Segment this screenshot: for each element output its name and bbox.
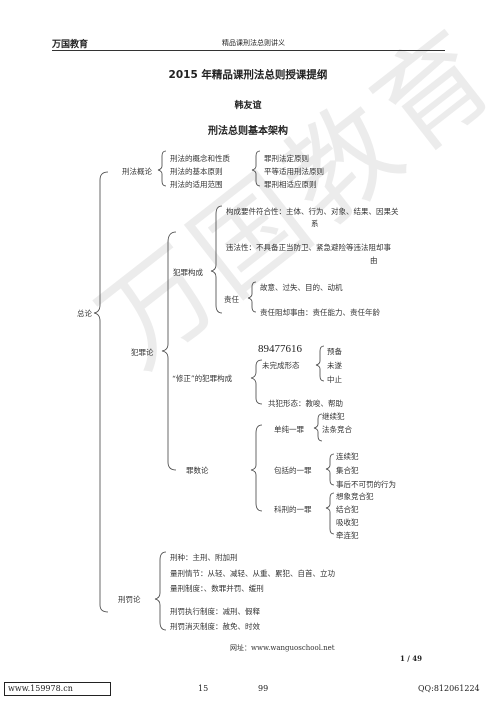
node-fanzui-lun: 犯罪论 — [131, 348, 154, 357]
weifa-line2: 由 — [370, 256, 378, 265]
tree-root-label: 总论 — [77, 309, 92, 318]
node-zuishu-lun: 罪数论 — [186, 466, 209, 475]
principle-xiangshiying: 罪刑相适应原则 — [264, 180, 317, 189]
author-name: 韩友谊 — [234, 101, 262, 111]
node-fanzui-goucheng: 犯罪构成 — [173, 268, 203, 277]
section-title: 刑法总则基本架构 — [208, 126, 288, 137]
node-danchun-yizui: 单纯一罪 — [274, 425, 304, 434]
node-weiwancheng: 未完成形态 — [262, 361, 300, 370]
node-xingfa-gailun: 刑法概论 — [122, 167, 152, 176]
item-shiyong-fanwei: 刑法的适用范围 — [170, 180, 223, 189]
item-jixufan: 继续犯 — [322, 412, 345, 421]
item-lianxufan: 连续犯 — [336, 452, 359, 461]
node-xingfa-lun: 刑罚论 — [118, 595, 141, 604]
node-zeren: 责任 — [224, 295, 239, 304]
form-zhongzhi: 中止 — [327, 375, 342, 384]
weifa-line1: 违法性：不具备正当防卫、紧急避险等违法阻却事 — [226, 243, 391, 252]
xingfa-item-xiaomie-zhidu: 刑罚消灭制度：赦免、时效 — [170, 622, 260, 631]
number-note: 89477616 — [258, 343, 302, 355]
header-divider — [52, 50, 445, 51]
xingfa-item-xingzhong: 刑种：主刑、附加刑 — [170, 553, 238, 562]
node-kexing-yizui: 科刑的一罪 — [274, 505, 312, 514]
header-brand: 万国教育 — [52, 40, 89, 50]
item-jiben-yuanze: 刑法的基本原则 — [170, 167, 223, 176]
node-xiuzheng-goucheng: “修正”的犯罪构成 — [172, 374, 233, 383]
item-jihefan: 集合犯 — [336, 466, 359, 475]
goucheng-yaojian-line2: 系 — [311, 219, 319, 228]
item-xiangxiang-jinghe: 想象竞合犯 — [336, 492, 374, 501]
page-number: 1 / 49 — [400, 654, 423, 663]
item-fatiao-jinghe: 法条竞合 — [322, 425, 352, 434]
item-xishoufan: 吸收犯 — [336, 518, 359, 527]
item-gainian: 刑法的概念和性质 — [170, 154, 230, 163]
document-title: 2015 年精品课刑法总则授课提纲 — [168, 69, 328, 81]
item-jiehefan: 结合犯 — [336, 505, 359, 514]
footer-url: 网址：www.wanguoschool.net — [230, 644, 335, 652]
xingfa-item-zhixing-zhidu: 刑罚执行制度：减刑、假释 — [170, 607, 260, 616]
gongfan-xingtai: 共犯形态：教唆、帮助 — [268, 399, 343, 408]
item-qianlianfan: 牵连犯 — [336, 531, 359, 540]
footer-qq: QQ:812061224 — [418, 684, 480, 693]
principle-pingdeng: 平等适用刑法原则 — [264, 167, 324, 176]
zeren-item-guyi: 故意、过失、目的、动机 — [260, 283, 343, 292]
principle-zuixing-fading: 罪刑法定原则 — [264, 154, 309, 163]
form-yubei: 预备 — [327, 347, 342, 356]
zeren-item-zuque: 责任阻却事由：责任能力、责任年龄 — [260, 308, 380, 317]
footer-num2: 99 — [258, 684, 269, 693]
form-weisui: 未遂 — [327, 361, 342, 370]
footer-site-box — [4, 682, 111, 696]
goucheng-yaojian-line1: 构成要件符合性：主体、行为、对象、结果、因果关 — [226, 207, 399, 216]
header-subtitle: 精品课刑法总则讲义 — [222, 39, 285, 47]
xingfa-item-liangxing-qingjie: 量刑情节：从轻、减轻、从重、累犯、自首、立功 — [170, 569, 335, 578]
item-shihou-bukefa: 事后不可罚的行为 — [336, 480, 396, 489]
footer-num1: 15 — [198, 684, 209, 693]
node-baokuo-yizui: 包括的一罪 — [274, 466, 312, 475]
xingfa-item-liangxing-zhidu: 量刑制度：、数罪并罚、缓刑 — [170, 584, 264, 593]
footer-site[interactable]: www.159978.cn — [8, 684, 73, 693]
